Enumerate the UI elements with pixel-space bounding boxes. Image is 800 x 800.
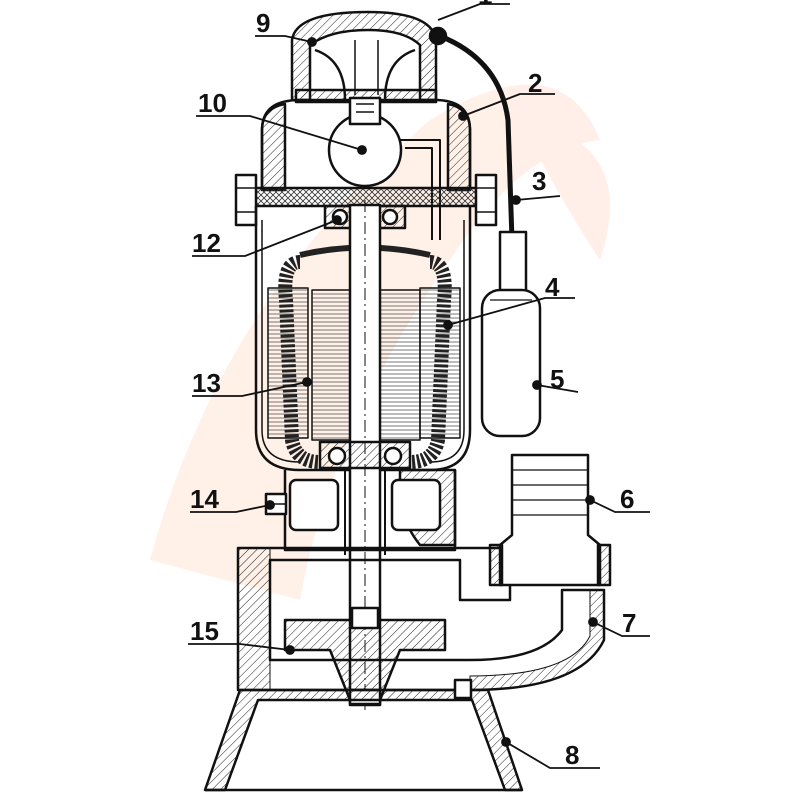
callout-9: 9 bbox=[256, 8, 270, 38]
callout-8: 8 bbox=[565, 740, 579, 770]
callout-4: 4 bbox=[545, 272, 560, 302]
cable-part-3 bbox=[428, 26, 515, 241]
callout-6: 6 bbox=[620, 484, 634, 514]
callout-15: 15 bbox=[190, 616, 219, 646]
leader-lines bbox=[188, 3, 650, 769]
handle-part-9 bbox=[290, 10, 438, 102]
callout-10: 10 bbox=[198, 88, 227, 118]
callout-2: 2 bbox=[528, 68, 542, 98]
callout-7: 7 bbox=[622, 608, 636, 638]
callout-12: 12 bbox=[192, 228, 221, 258]
volute-part-7 bbox=[236, 546, 606, 692]
float-switch-part-5 bbox=[480, 230, 542, 438]
callout-14: 14 bbox=[190, 484, 219, 514]
callout-5: 5 bbox=[550, 364, 564, 394]
callout-1: 1 bbox=[478, 0, 492, 10]
stator-part-4 bbox=[267, 287, 461, 441]
callout-3: 3 bbox=[532, 166, 546, 196]
base-stand-part-8 bbox=[203, 678, 524, 792]
lower-bearing bbox=[318, 440, 412, 470]
callout-13: 13 bbox=[192, 368, 221, 398]
flange bbox=[234, 173, 498, 227]
discharge-pipe-part-6 bbox=[488, 453, 612, 587]
